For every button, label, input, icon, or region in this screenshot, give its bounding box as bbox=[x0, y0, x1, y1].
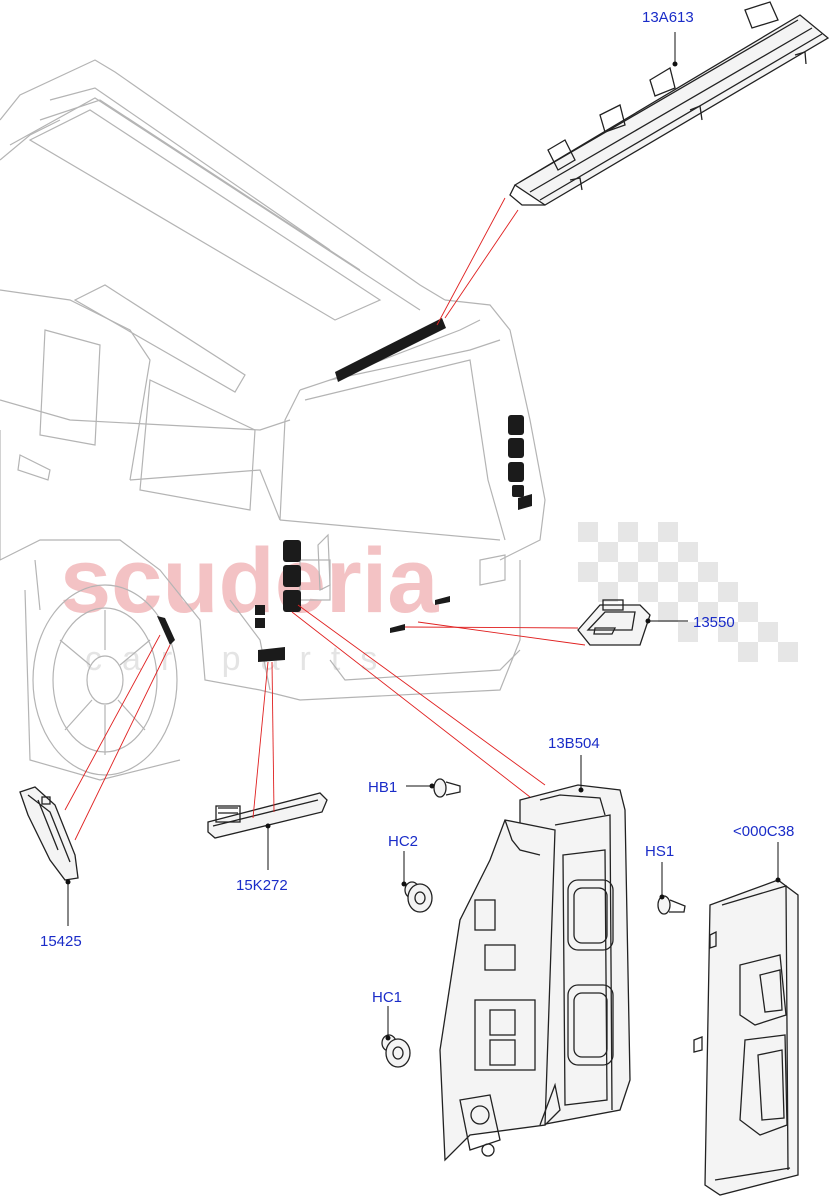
part-13550-licence-plate-lamp[interactable] bbox=[577, 599, 651, 646]
part-15K272-rear-lamp-bar[interactable] bbox=[207, 792, 328, 839]
callout-15425[interactable]: 15425 bbox=[40, 933, 82, 950]
red-leader-lines bbox=[64, 197, 586, 841]
part-15425-side-marker-lamp[interactable] bbox=[19, 786, 79, 881]
callout-HC1[interactable]: HC1 bbox=[372, 989, 402, 1006]
part-13B504-rear-combination-lamp[interactable] bbox=[439, 784, 631, 1162]
watermark-tagline: car parts bbox=[85, 640, 397, 678]
part-000C38-lamp-gasket[interactable] bbox=[693, 879, 799, 1196]
callout-13A613[interactable]: 13A613 bbox=[642, 9, 694, 26]
callout-000C38[interactable]: <000C38 bbox=[733, 823, 794, 840]
watermark-brand: scuderia bbox=[60, 530, 439, 632]
fastener-HC2[interactable] bbox=[404, 881, 433, 913]
callout-15K272[interactable]: 15K272 bbox=[236, 877, 288, 894]
callout-HS1[interactable]: HS1 bbox=[645, 843, 674, 860]
watermark: scuderia car parts bbox=[60, 522, 798, 678]
vehicle-outline bbox=[0, 59, 546, 781]
callout-13550[interactable]: 13550 bbox=[693, 614, 735, 631]
callout-13B504[interactable]: 13B504 bbox=[548, 735, 600, 752]
callout-leaders bbox=[65, 32, 781, 1041]
callout-labels: 13A613 13550 13B504 HB1 HC2 HC1 HS1 <000… bbox=[40, 9, 794, 1006]
callout-HB1[interactable]: HB1 bbox=[368, 779, 397, 796]
callout-HC2[interactable]: HC2 bbox=[388, 833, 418, 850]
checkered-flag-logo bbox=[578, 522, 798, 662]
fastener-HC1[interactable] bbox=[381, 1034, 411, 1068]
part-13A613-high-mount-stop-lamp[interactable] bbox=[509, 1, 830, 206]
fastener-HB1[interactable] bbox=[433, 778, 461, 798]
